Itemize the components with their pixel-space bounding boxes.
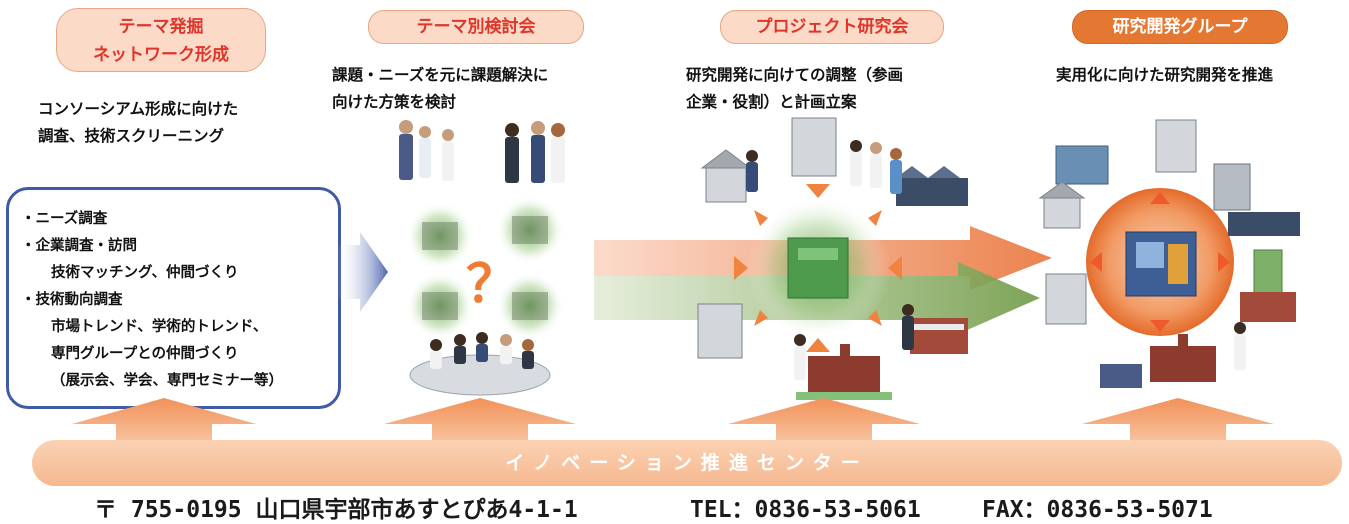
base-up-arrows (72, 398, 1274, 442)
researcher-icon (1234, 322, 1246, 370)
postal-address: 〒 755-0195 山口県宇部市あすとぴあ4-1-1 (94, 497, 578, 523)
description-line: 企業・役割）と計画立案 (686, 93, 857, 111)
description-line: 向けた方策を検討 (332, 93, 457, 111)
stage-pill-theme-discovery: テーマ発掘 ネットワーク形成 (56, 8, 266, 72)
description-line: 課題・ニーズを元に課題解決に (332, 66, 549, 84)
description-rd-group: 実用化に向けた研究開発を推進 (1056, 62, 1273, 89)
stage-label: プロジェクト研究会 (755, 17, 909, 37)
stage-label: テーマ別検討会 (416, 17, 536, 37)
stage-label: 研究開発グループ (1112, 17, 1248, 37)
university-icon (1150, 292, 1296, 382)
description-theme-discovery: コンソーシアム形成に向けた 調査、技術スクリーニング (38, 96, 238, 150)
list-item: ・ニーズ調査 (21, 211, 108, 227)
question-mark: ？ (466, 255, 519, 315)
list-item: ・技術動向調査 (21, 292, 123, 308)
rd-group-hub (1086, 188, 1234, 336)
list-item: 専門グループとの仲間づくり (51, 346, 239, 362)
description-theme-study: 課題・ニーズを元に課題解決に 向けた方策を検討 (332, 62, 548, 116)
project-study-hub (734, 184, 902, 352)
stage-label-line-1: テーマ発掘 (118, 17, 204, 37)
researcher-icon (746, 140, 914, 380)
stage-pill-rd-group: 研究開発グループ (1072, 10, 1288, 44)
description-project-study: 研究開発に向けての調整（参画 企業・役割）と計画立案 (686, 62, 903, 116)
description-line: 実用化に向けた研究開発を推進 (1056, 66, 1274, 84)
description-line: 調査、技術スクリーニング (38, 127, 225, 145)
list-item: （展示会、学会、専門セミナー等） (51, 373, 283, 389)
description-line: コンソーシアム形成に向けた (38, 100, 239, 118)
machine-icon (1055, 145, 1300, 388)
factory-icon (896, 166, 968, 354)
building-icon (697, 117, 837, 359)
building-icon (1038, 119, 1197, 325)
stage-pill-theme-study: テーマ別検討会 (368, 10, 584, 44)
description-line: 研究開発に向けての調整（参画 (686, 66, 904, 84)
fax-number: FAX：0836-53-5071 (982, 497, 1213, 523)
list-item: ・企業調査・訪問 (21, 238, 137, 254)
stage-pill-project-study: プロジェクト研究会 (720, 10, 944, 44)
list-item: 市場トレンド、学術的トレンド、 (51, 319, 268, 335)
study-idea-blobs (406, 196, 564, 340)
university-icon (796, 344, 892, 400)
stage-label-line-2: ネットワーク形成 (93, 45, 229, 65)
list-item: 技術マッチング、仲間づくり (51, 265, 239, 281)
list-to-study-arrow (336, 232, 388, 312)
worker-icon (399, 120, 565, 183)
telephone-number: TEL：0836-53-5061 (690, 497, 921, 523)
innovation-center-band: イノベーション推進センター (32, 440, 1342, 486)
meeting-table-icon (409, 332, 551, 396)
